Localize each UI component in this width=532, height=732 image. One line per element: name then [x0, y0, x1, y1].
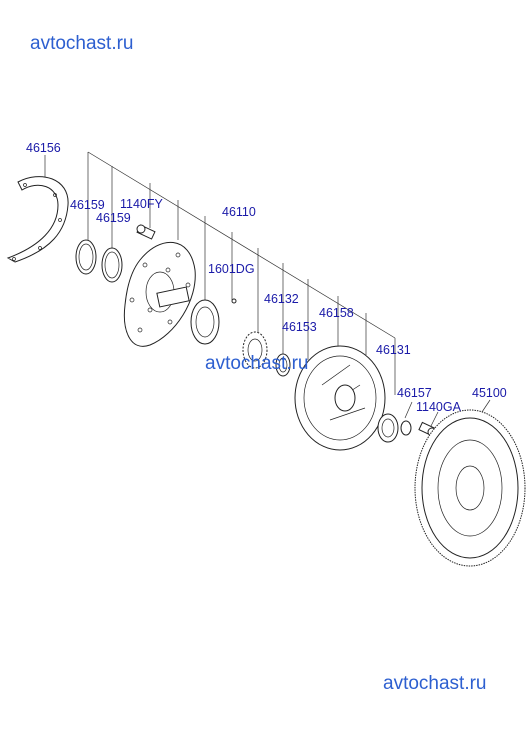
pump-body-46158	[294, 345, 386, 451]
label-46131: 46131	[376, 343, 411, 357]
leader-lines	[44, 151, 491, 429]
pin-1601dg	[231, 298, 237, 304]
ring-46153	[275, 353, 291, 377]
gear-ring	[190, 299, 220, 345]
label-46157: 46157	[397, 386, 432, 400]
watermark-top: avtochast.ru	[30, 33, 134, 54]
label-46156: 46156	[26, 141, 61, 155]
watermark-middle: avtochast.ru	[205, 353, 309, 374]
label-1601dg: 1601DG	[208, 262, 255, 276]
label-45100: 45100	[472, 386, 507, 400]
gasket-46156	[6, 176, 69, 263]
label-46153: 46153	[282, 320, 317, 334]
label-46159-b: 46159	[96, 211, 131, 225]
label-46159-a: 46159	[70, 198, 105, 212]
part-labels: 46156 46159 46159 1140FY 46110 1601DG 46…	[26, 141, 507, 414]
label-1140ga: 1140GA	[416, 400, 462, 414]
stator-46110	[123, 242, 196, 347]
seal-46131	[377, 413, 399, 443]
bolt-1140fy	[136, 224, 156, 240]
snap-ring-46159-b	[101, 247, 123, 283]
label-46132: 46132	[264, 292, 299, 306]
watermark-bottom: avtochast.ru	[383, 673, 487, 694]
label-46158: 46158	[319, 306, 354, 320]
snap-ring-46159-a	[75, 239, 97, 275]
label-46110: 46110	[222, 205, 256, 219]
torque-converter-45100	[414, 409, 526, 567]
oring-46157	[400, 420, 412, 436]
gear-46132	[242, 331, 268, 369]
label-1140fy: 1140FY	[120, 197, 164, 211]
